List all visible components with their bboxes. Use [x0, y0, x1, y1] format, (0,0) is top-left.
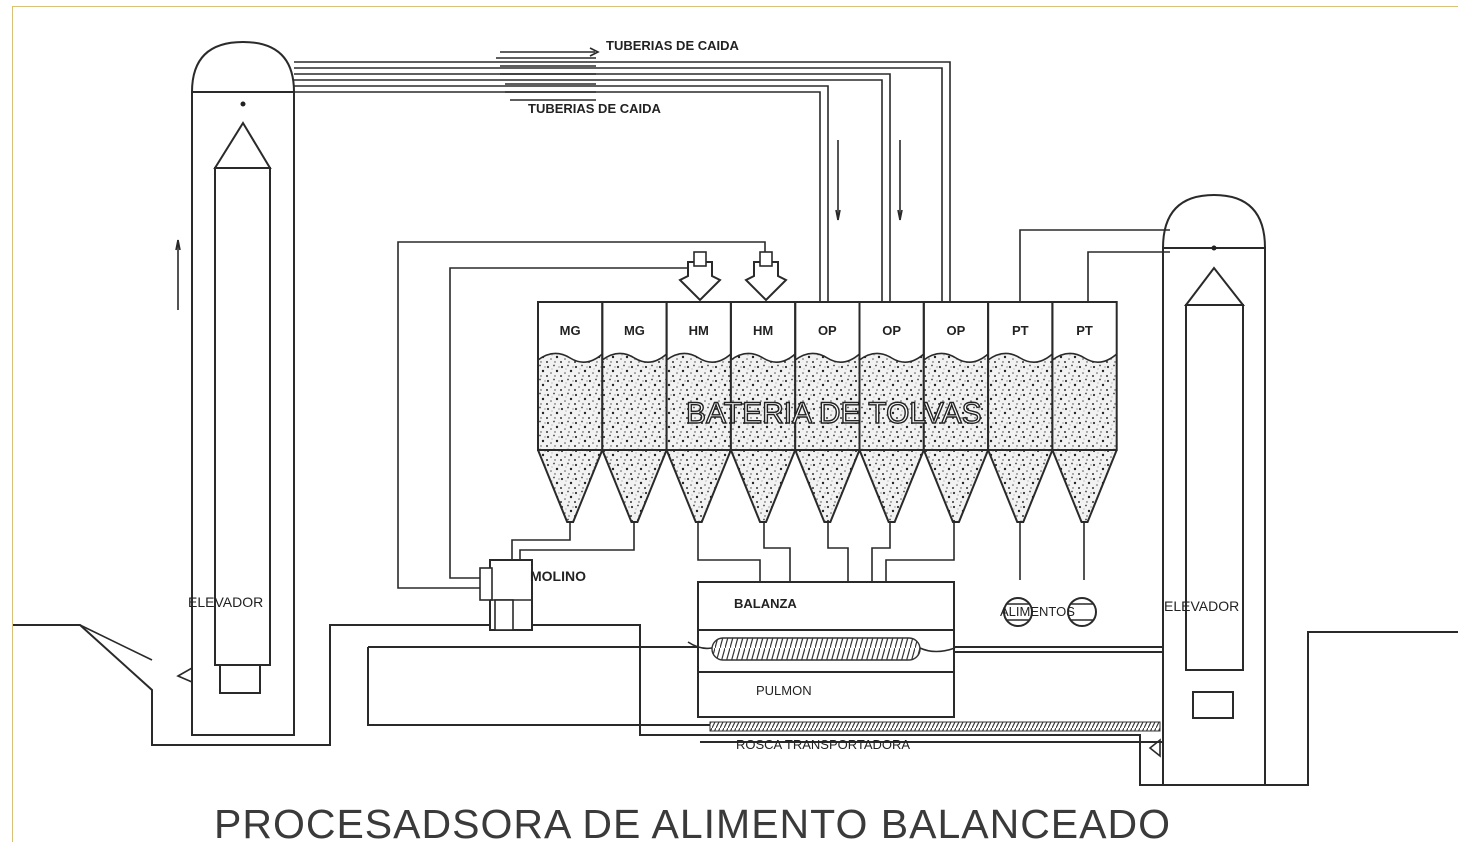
scale-unit	[687, 581, 956, 718]
falling-pipes	[294, 47, 951, 302]
pipe-label-top: TUBERIAS DE CAIDA	[606, 38, 740, 53]
hopper-battery-label: BATERIA DE TOLVAS	[686, 397, 982, 430]
hopper-label: OP	[818, 323, 837, 338]
hopper-label: OP	[947, 323, 966, 338]
conveyor-screw	[709, 721, 1161, 732]
mill-label: MOLINO	[530, 568, 586, 584]
hopper-label: MG	[560, 323, 581, 338]
hopper-label: MG	[624, 323, 645, 338]
elevator-right-label: ELEVADOR	[1164, 598, 1239, 614]
mill	[479, 559, 533, 631]
left-elevator	[175, 40, 296, 736]
hopper: HM	[729, 301, 797, 523]
conveyor-label: ROSCA TRANSPORTADORA	[736, 737, 910, 752]
hopper: MG	[601, 301, 668, 523]
hopper-label: OP	[882, 323, 901, 338]
scale-screw	[711, 637, 921, 661]
hopper: PT	[987, 301, 1054, 523]
hopper: OP	[922, 301, 990, 523]
right-elevator-pipes	[1019, 229, 1170, 302]
hopper-battery: MG MG HM HM OP OP OP PT PT	[537, 301, 1118, 523]
buffer-label: PULMON	[756, 683, 812, 698]
elevator-left-label: ELEVADOR	[188, 594, 263, 610]
hopper-label: PT	[1012, 323, 1029, 338]
feed-outlets	[1003, 597, 1097, 627]
diagram-title: PROCESADSORA DE ALIMENTO BALANCEADO	[214, 801, 1171, 845]
feeds-label: ALIMENTOS	[1000, 604, 1075, 619]
hopper: PT	[1051, 301, 1118, 523]
hopper-label: PT	[1076, 323, 1093, 338]
ground-and-pits	[12, 624, 1458, 786]
scale-label: BALANZA	[734, 596, 797, 611]
hopper-label: HM	[753, 323, 773, 338]
hopper-label: HM	[689, 323, 709, 338]
pipe-label-bottom: TUBERIAS DE CAIDA	[528, 101, 662, 116]
hopper: MG	[537, 301, 604, 523]
right-elevator	[1148, 193, 1267, 786]
hopper-outlets	[511, 522, 1085, 582]
cyclone-1	[678, 261, 722, 302]
cyclone-2	[744, 261, 788, 302]
mill-recirculation	[397, 241, 788, 589]
